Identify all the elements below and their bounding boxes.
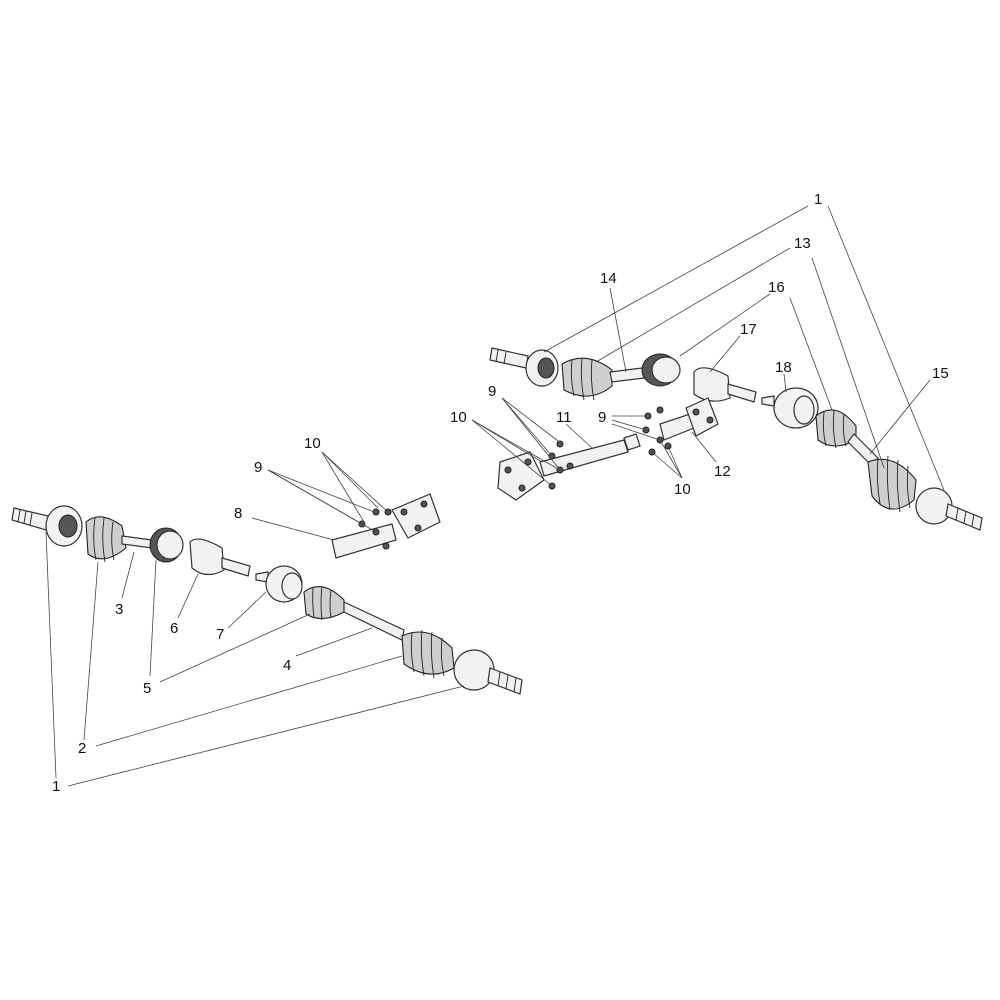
callout-4: 4 [283, 657, 291, 674]
callout-10-left: 10 [304, 435, 321, 452]
boot-clamp-left [149, 527, 184, 563]
shaft-14 [609, 367, 645, 383]
callout-5: 5 [143, 680, 151, 697]
callout-16: 16 [768, 279, 785, 296]
cv-boot-right-outer [867, 455, 917, 513]
callout-9-middle: 9 [488, 383, 496, 400]
right-driveshaft-assembly [489, 347, 983, 531]
flange-coupling-left [331, 493, 441, 559]
outer-stub-shaft-left [11, 507, 49, 531]
cv-boot-outer-left [85, 516, 127, 563]
outer-stub-shaft-top [489, 347, 529, 369]
callout-14: 14 [600, 270, 617, 287]
callout-labels: 1 2 3 4 5 6 7 8 9 10 1 13 14 16 17 18 15… [52, 191, 949, 795]
inner-cv-joint [255, 565, 303, 603]
callout-17: 17 [740, 321, 757, 338]
inner-joint-18 [761, 387, 819, 429]
left-driveshaft-assembly [11, 493, 523, 695]
callout-10-right: 10 [674, 481, 691, 498]
propeller-shaft-11 [497, 433, 641, 501]
callout-12: 12 [714, 463, 731, 480]
cv-joint-outer-left [45, 505, 83, 547]
callout-3: 3 [115, 601, 123, 618]
cv-boot-outer-right [401, 629, 455, 679]
callout-7: 7 [216, 626, 224, 643]
callout-9-left: 9 [254, 459, 262, 476]
cv-joint-right-end [915, 487, 983, 531]
leader-lines [45, 205, 945, 787]
callout-15: 15 [932, 365, 949, 382]
callout-13: 13 [794, 235, 811, 252]
callout-1-bottom: 1 [52, 778, 60, 795]
callout-18: 18 [775, 359, 792, 376]
intermediate-shaft-short [121, 535, 153, 549]
callout-2: 2 [78, 740, 86, 757]
callout-8: 8 [234, 505, 242, 522]
callout-1-top: 1 [814, 191, 822, 208]
long-shaft [343, 601, 405, 641]
tripod-housing [189, 538, 251, 577]
flange-coupling-12 [659, 397, 719, 441]
cv-boot-inner-left [303, 585, 345, 621]
cv-joint-top-outer [525, 349, 559, 387]
callout-11: 11 [556, 409, 572, 426]
boot-clamp-top [641, 353, 681, 387]
callout-6: 6 [170, 620, 178, 637]
cv-joint-outer-right [453, 649, 523, 695]
callout-10-middle: 10 [450, 409, 467, 426]
cv-boot-top [561, 357, 613, 401]
tripod-housing-top [693, 367, 757, 403]
callout-9-right: 9 [598, 409, 606, 426]
